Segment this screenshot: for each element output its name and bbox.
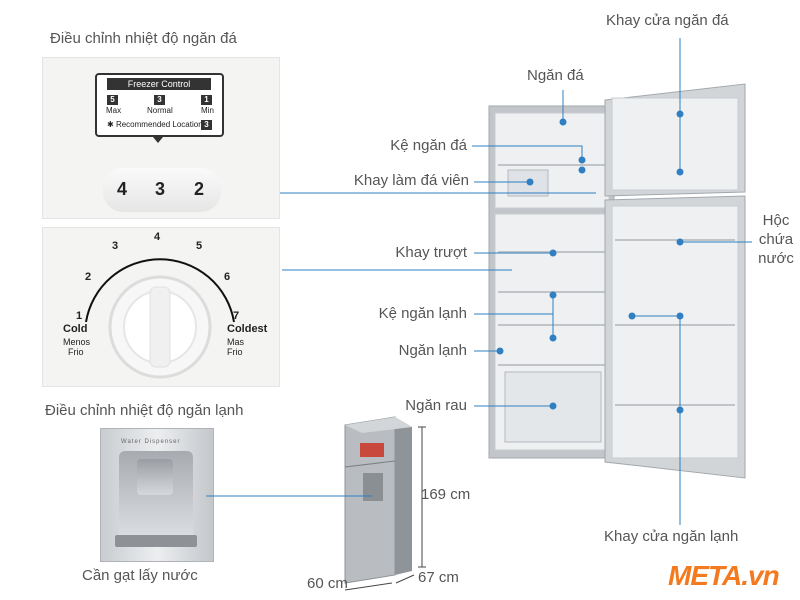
fridge-dispenser bbox=[363, 473, 383, 501]
freezer-min-number: 1 bbox=[201, 95, 212, 105]
knob-cold-sub1: Menos bbox=[63, 337, 91, 347]
width-dimension-line bbox=[344, 582, 393, 591]
dot-fridge-door-tray-2 bbox=[676, 312, 684, 320]
recommended-dot-icon: ✱ bbox=[107, 120, 116, 129]
dot-water-box bbox=[676, 238, 684, 246]
freezer-max-label: Max bbox=[106, 106, 122, 115]
dispenser-drip-tray bbox=[115, 535, 197, 547]
recommended-text: Recommended Location bbox=[115, 120, 203, 129]
freezer-max-number: 5 bbox=[107, 95, 118, 105]
triangle-pointer-icon bbox=[153, 137, 163, 143]
leader-dots bbox=[496, 110, 684, 414]
knob-number-1: 1 bbox=[76, 310, 83, 322]
depth-label: 67 cm bbox=[418, 569, 459, 586]
freezer-recommended-number: 3 bbox=[201, 120, 212, 130]
knob-number-3: 3 bbox=[112, 240, 119, 252]
dot-fridge-shelf-1 bbox=[549, 291, 557, 299]
width-label: 60 cm bbox=[307, 575, 348, 592]
freezer-label: Ngăn đá bbox=[527, 67, 584, 84]
knob-grip bbox=[149, 286, 171, 368]
freezer-control-title: Điều chỉnh nhiệt độ ngăn đá bbox=[50, 30, 237, 47]
freezer-door-inner bbox=[611, 97, 739, 191]
vegetable-drawer-shape bbox=[504, 371, 602, 443]
knob-number-4: 4 bbox=[154, 231, 161, 243]
water-box-label: Hộc chứa nước bbox=[758, 212, 794, 267]
fridge-badge bbox=[360, 443, 384, 457]
freezer-lcd-display: Freezer Control 5 Max 3 Normal 1 Min ✱ R… bbox=[95, 73, 224, 137]
freezer-normal-label: Normal bbox=[147, 106, 173, 115]
leader-lines bbox=[206, 38, 752, 525]
freezer-dial-number-4: 4 bbox=[117, 179, 128, 199]
dot-freezer-shelf-2 bbox=[578, 166, 586, 174]
freezer-dial-number-2: 2 bbox=[194, 179, 205, 199]
dot-fridge-door-tray-1 bbox=[628, 312, 636, 320]
fridge-door-inner bbox=[611, 205, 739, 459]
knob-coldest-sub2: Frio bbox=[227, 347, 243, 357]
fridge-side bbox=[395, 417, 412, 575]
sliding-tray-label: Khay trượt bbox=[395, 244, 467, 261]
freezer-recommended-label: ✱ Recommended Location bbox=[107, 120, 203, 129]
dot-sliding-tray bbox=[549, 249, 557, 257]
knob-coldest-sub1: Mas bbox=[227, 337, 245, 347]
knob-cold-sub2: Frio bbox=[68, 347, 84, 357]
fridge-knob-graphic bbox=[85, 258, 235, 379]
ice-tray-label: Khay làm đá viên bbox=[353, 172, 469, 189]
dot-vegetable-drawer bbox=[549, 402, 557, 410]
dot-freezer-shelf-1 bbox=[578, 156, 586, 164]
freezer-dial-number-3: 3 bbox=[155, 179, 166, 199]
fridge-control-title: Điều chỉnh nhiệt độ ngăn lạnh bbox=[45, 402, 244, 419]
dispenser-label: Water Dispenser bbox=[121, 439, 181, 445]
freezer-lcd-title: Freezer Control bbox=[107, 78, 211, 90]
knob-number-5: 5 bbox=[196, 240, 203, 252]
fridge-door-tray-label: Khay cửa ngăn lạnh bbox=[604, 528, 739, 545]
dot-freezer bbox=[559, 118, 567, 126]
fridge-label: Ngăn lạnh bbox=[398, 342, 467, 359]
dot-fridge-door-tray-3 bbox=[676, 406, 684, 414]
water-lever-label: Cần gạt lấy nước bbox=[82, 567, 198, 584]
depth-dimension-line bbox=[395, 574, 415, 584]
knob-number-7: 7 bbox=[233, 310, 240, 322]
freezer-dial[interactable] bbox=[103, 168, 221, 212]
knob-number-2: 2 bbox=[85, 271, 92, 283]
water-dispenser-panel: Water Dispenser bbox=[100, 428, 214, 562]
leader-freezer-shelf bbox=[472, 145, 583, 160]
fridge-door-split bbox=[344, 460, 396, 468]
fridge-top bbox=[345, 417, 412, 433]
knob-cold-label: Cold bbox=[63, 323, 88, 335]
freezer-door-tray-label: Khay cửa ngăn đá bbox=[606, 12, 729, 29]
height-label: 169 cm bbox=[421, 486, 471, 503]
freezer-shelf-label: Kệ ngăn đá bbox=[390, 137, 467, 154]
dot-ice-tray bbox=[526, 178, 534, 186]
dot-fridge bbox=[496, 347, 504, 355]
fridge-dimension-graphic bbox=[344, 416, 426, 591]
dot-fridge-shelf-2 bbox=[549, 334, 557, 342]
freezer-normal-number: 3 bbox=[154, 95, 165, 105]
knob-arc bbox=[85, 258, 235, 323]
dot-freezer-door-tray-2 bbox=[676, 168, 684, 176]
meta-logo: META.vn bbox=[668, 560, 780, 591]
dispenser-lever[interactable] bbox=[137, 459, 173, 495]
dot-freezer-door-tray-1 bbox=[676, 110, 684, 118]
fridge-shelf-label: Kệ ngăn lạnh bbox=[378, 305, 467, 322]
vegetable-drawer-label: Ngăn rau bbox=[405, 397, 467, 414]
knob-number-6: 6 bbox=[224, 271, 231, 283]
knob-coldest-label: Coldest bbox=[227, 323, 268, 335]
freezer-min-label: Min bbox=[201, 106, 214, 115]
